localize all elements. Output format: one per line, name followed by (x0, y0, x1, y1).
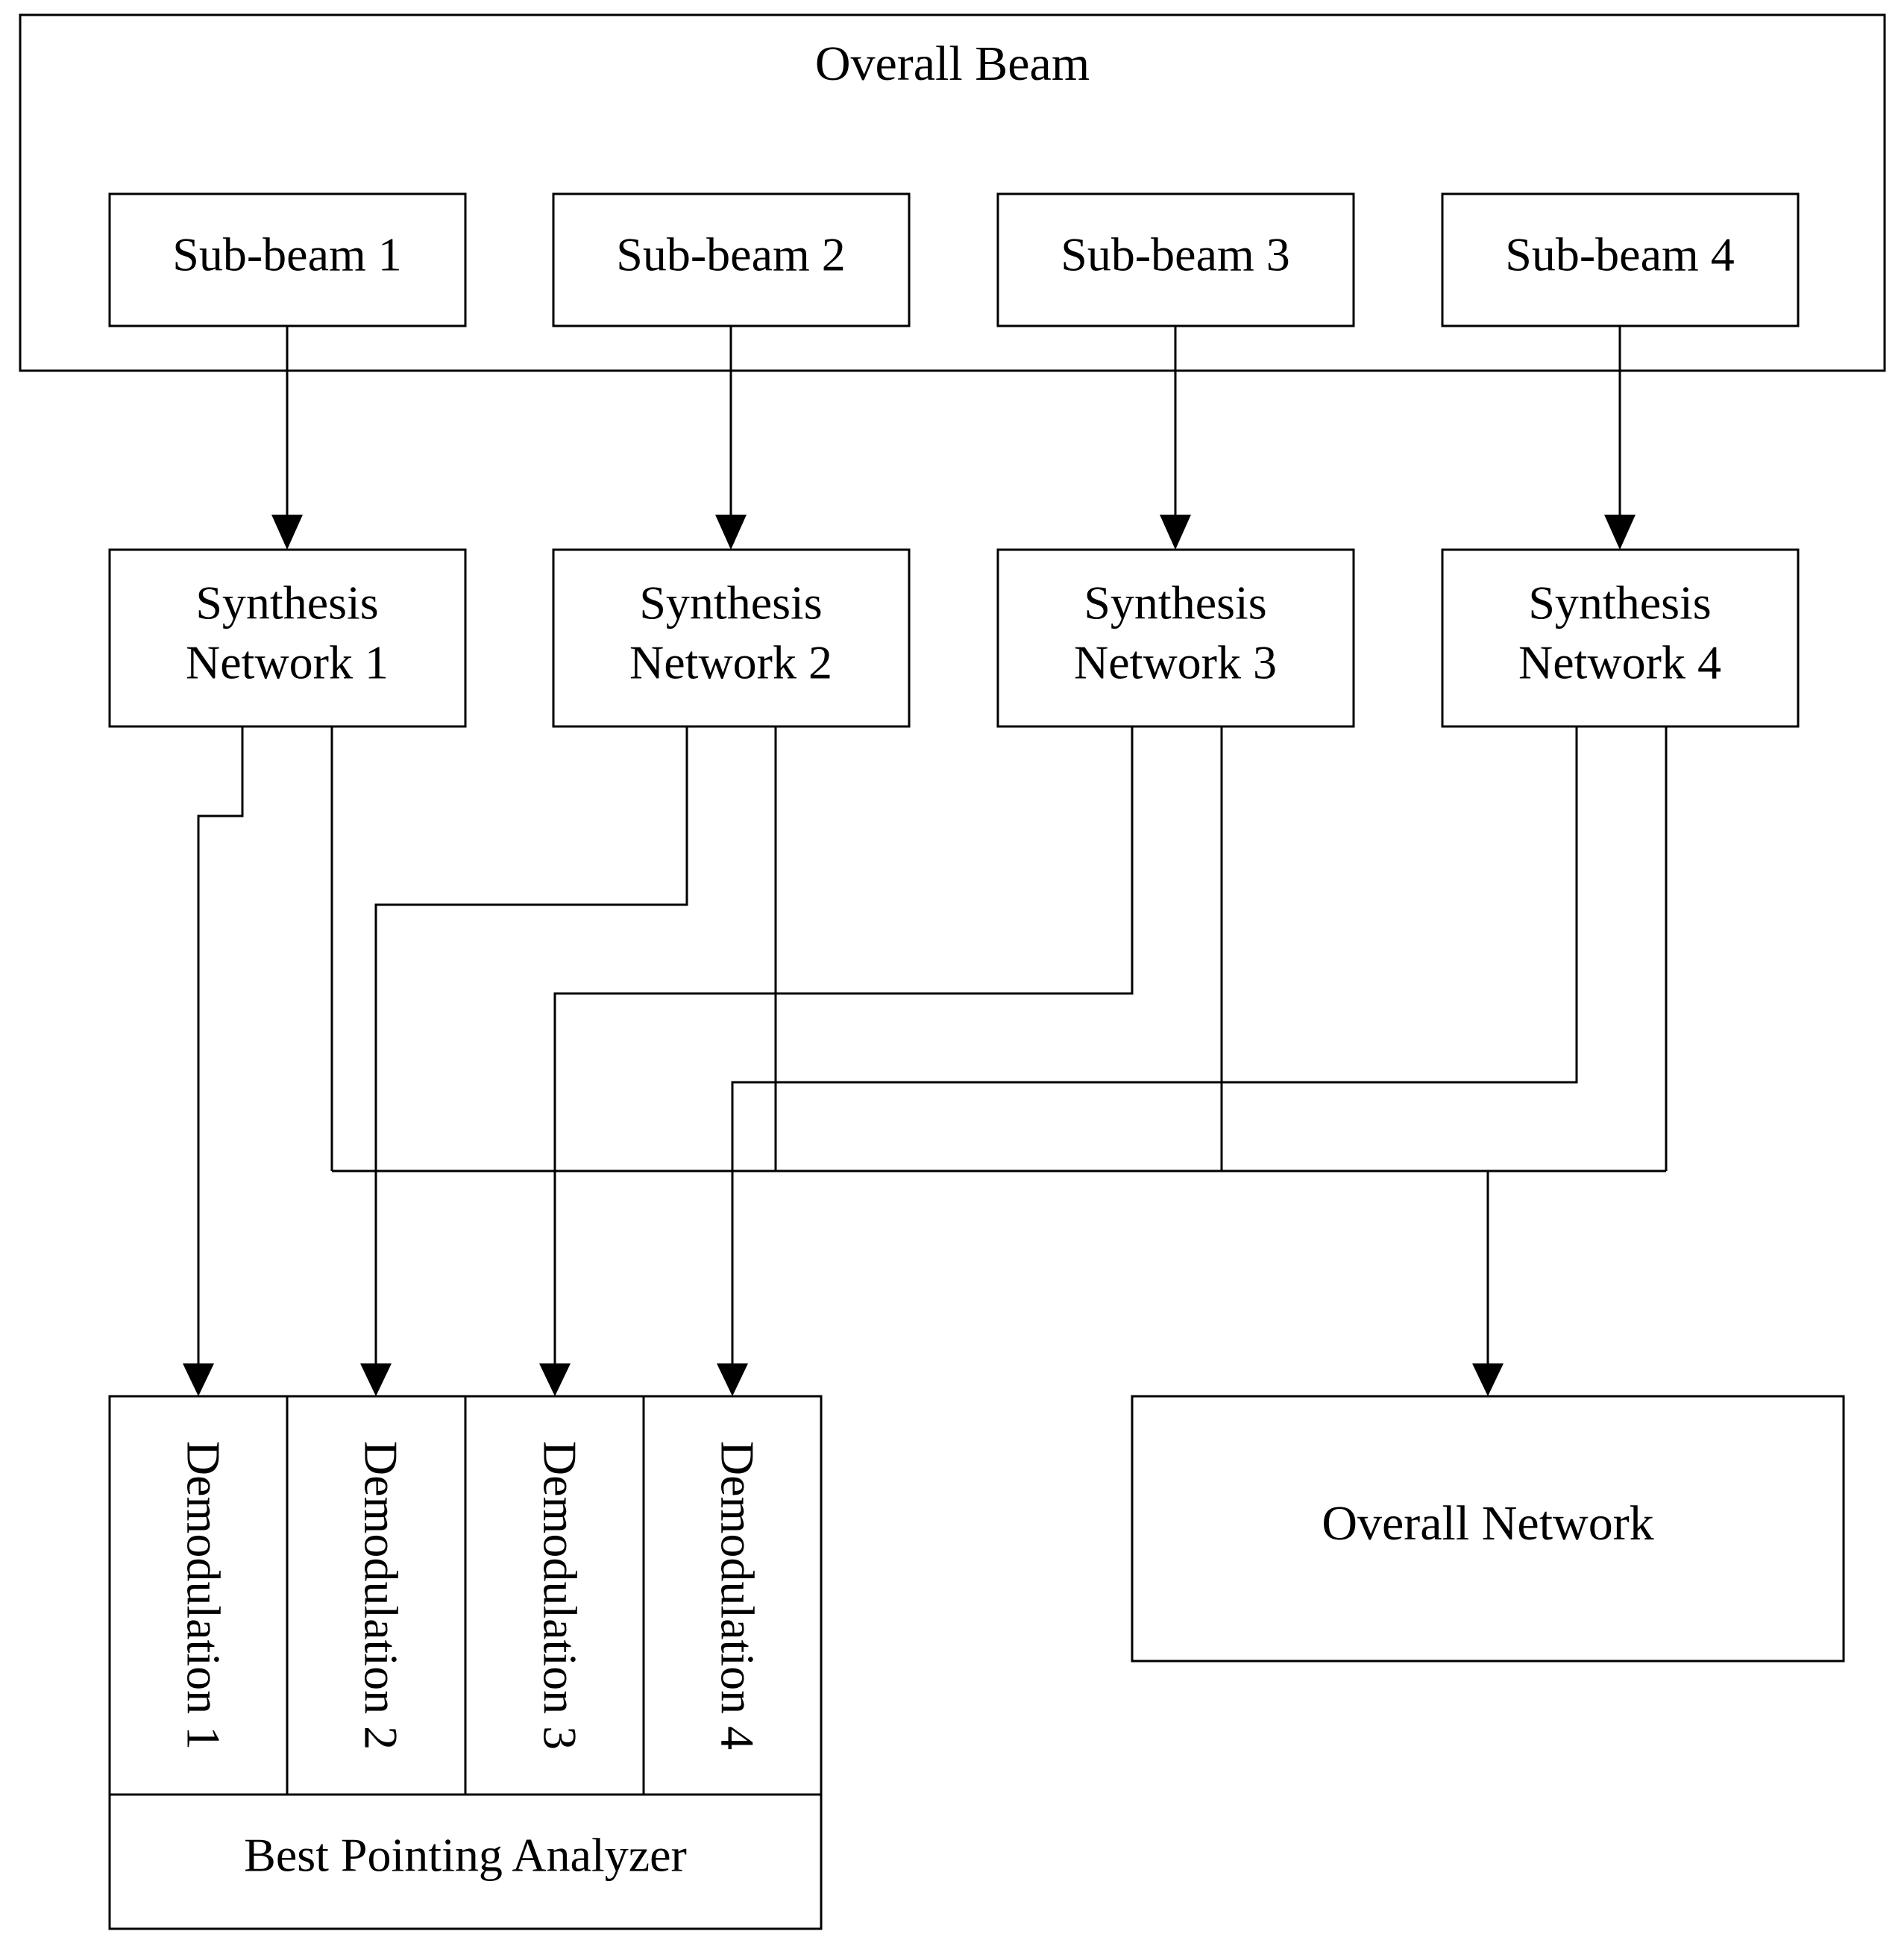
synthesis-network-4-line1: Synthesis (1528, 577, 1711, 630)
overall-network: Overall Network (1131, 1395, 1845, 1663)
sub-beam-3-label: Sub-beam 3 (1061, 228, 1290, 281)
sub-beam-arrows (271, 326, 1636, 550)
wire-synthesis-1-to-demodulation-1 (183, 726, 244, 1396)
synthesis-network-2-line2: Network 2 (629, 636, 832, 689)
overall-network-label: Overall Network (1322, 1496, 1653, 1551)
demodulation-1-label: Demodulation 1 (177, 1441, 230, 1750)
synthesis-network-4: Synthesis Network 4 (1441, 548, 1800, 728)
overall-network-box (1131, 1395, 1845, 1663)
synthesis-network-2: Synthesis Network 2 (552, 548, 911, 728)
demodulation-4-label: Demodulation 4 (711, 1441, 764, 1750)
demodulation-3-label: Demodulation 3 (533, 1441, 586, 1750)
overall-beam-group: Overall Beam (19, 13, 1886, 372)
synthesis-network-2-line1: Synthesis (639, 577, 822, 630)
synthesis-network-2-box (552, 548, 911, 728)
sub-beam-3: Sub-beam 3 (996, 192, 1355, 327)
wire-synthesis-4-to-demodulation-4 (717, 726, 1578, 1396)
sub-beam-2-label: Sub-beam 2 (616, 228, 846, 281)
overall-beam-title: Overall Beam (815, 37, 1090, 91)
synthesis-network-3-box (996, 548, 1355, 728)
synthesis-network-1-line2: Network 1 (186, 636, 389, 689)
wire-synthesis-3-to-demodulation-3 (539, 726, 1134, 1396)
overall-beam-frame (19, 13, 1886, 372)
arrow-sub-beam-3-to-synthesis-3 (1160, 326, 1191, 550)
sub-beam-2: Sub-beam 2 (552, 192, 911, 327)
sub-beam-4-label: Sub-beam 4 (1505, 228, 1735, 281)
arrow-sub-beam-4-to-synthesis-4 (1604, 326, 1636, 550)
arrow-sub-beam-2-to-synthesis-2 (715, 326, 747, 550)
demodulation-routing (183, 726, 1578, 1396)
sub-beam-4-box (1441, 192, 1800, 327)
sub-beam-4: Sub-beam 4 (1441, 192, 1800, 327)
synthesis-network-3-line2: Network 3 (1074, 636, 1277, 689)
synthesis-network-row: Synthesis Network 1 Synthesis Network 2 … (108, 548, 1800, 728)
sub-beam-1: Sub-beam 1 (108, 192, 467, 327)
arrow-sub-beam-1-to-synthesis-1 (271, 326, 303, 550)
synthesis-network-4-box (1441, 548, 1800, 728)
synthesis-network-1: Synthesis Network 1 (108, 548, 467, 728)
synthesis-network-3-line1: Synthesis (1084, 577, 1266, 630)
synthesis-network-3: Synthesis Network 3 (996, 548, 1355, 728)
overall-network-routing (330, 726, 1668, 1396)
sub-beam-1-box (108, 192, 467, 327)
sub-beam-2-box (552, 192, 911, 327)
wire-synthesis-2-to-demodulation-2 (360, 726, 688, 1396)
arrow-combine-to-overall-network (1472, 1171, 1504, 1396)
demodulation-2-label: Demodulation 2 (354, 1441, 407, 1750)
sub-beam-3-box (996, 192, 1355, 327)
synthesis-network-4-line2: Network 4 (1518, 636, 1721, 689)
sub-beam-row: Sub-beam 1 Sub-beam 2 Sub-beam 3 Sub-bea… (108, 192, 1800, 327)
synthesis-network-1-line1: Synthesis (195, 577, 378, 630)
synthesis-network-1-box (108, 548, 467, 728)
sub-beam-1-label: Sub-beam 1 (172, 228, 402, 281)
analyzer-label: Best Pointing Analyzer (244, 1829, 687, 1882)
best-pointing-analyzer: Demodulation 1 Demodulation 2 Demodulati… (108, 1395, 823, 1930)
